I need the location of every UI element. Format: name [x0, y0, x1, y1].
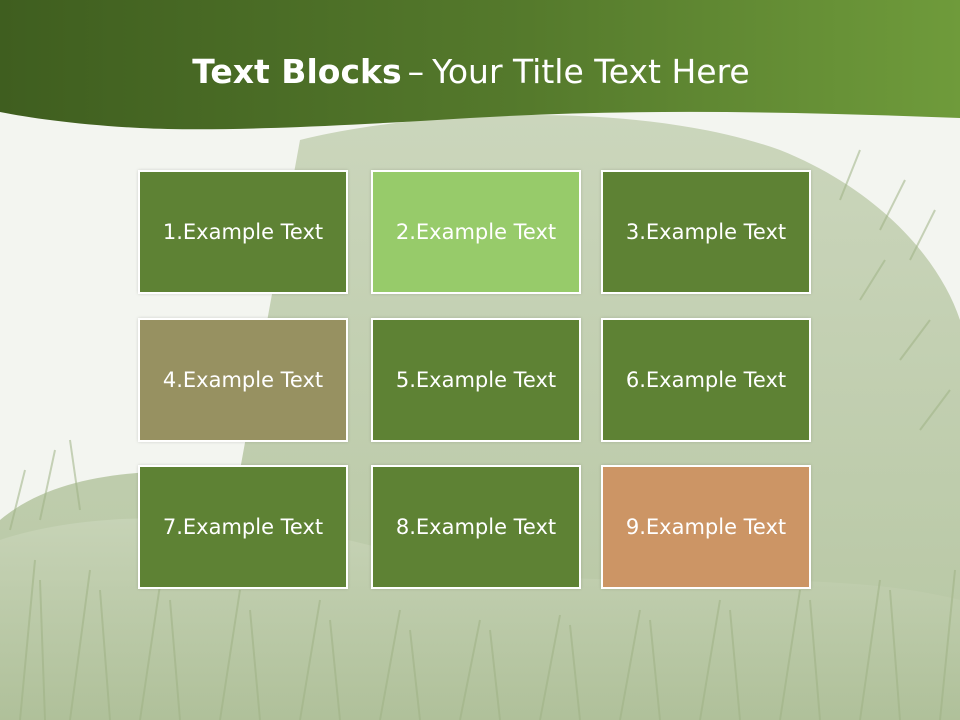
text-blocks-grid: 1.Example Text 2.Example Text 3.Example …: [138, 170, 816, 594]
text-block-1[interactable]: 1.Example Text: [138, 170, 348, 294]
text-block-5[interactable]: 5.Example Text: [371, 318, 581, 442]
text-block-7[interactable]: 7.Example Text: [138, 465, 348, 589]
title-separator: –: [407, 52, 425, 91]
text-block-3[interactable]: 3.Example Text: [601, 170, 811, 294]
title-rest: Your Title Text Here: [432, 52, 750, 91]
text-block-6[interactable]: 6.Example Text: [601, 318, 811, 442]
text-block-4[interactable]: 4.Example Text: [138, 318, 348, 442]
title-bold: Text Blocks: [192, 52, 402, 91]
text-block-2[interactable]: 2.Example Text: [371, 170, 581, 294]
text-block-9[interactable]: 9.Example Text: [601, 465, 811, 589]
text-block-8[interactable]: 8.Example Text: [371, 465, 581, 589]
slide-title: Text Blocks–Your Title Text Here: [0, 52, 942, 91]
header-band: [0, 0, 960, 130]
